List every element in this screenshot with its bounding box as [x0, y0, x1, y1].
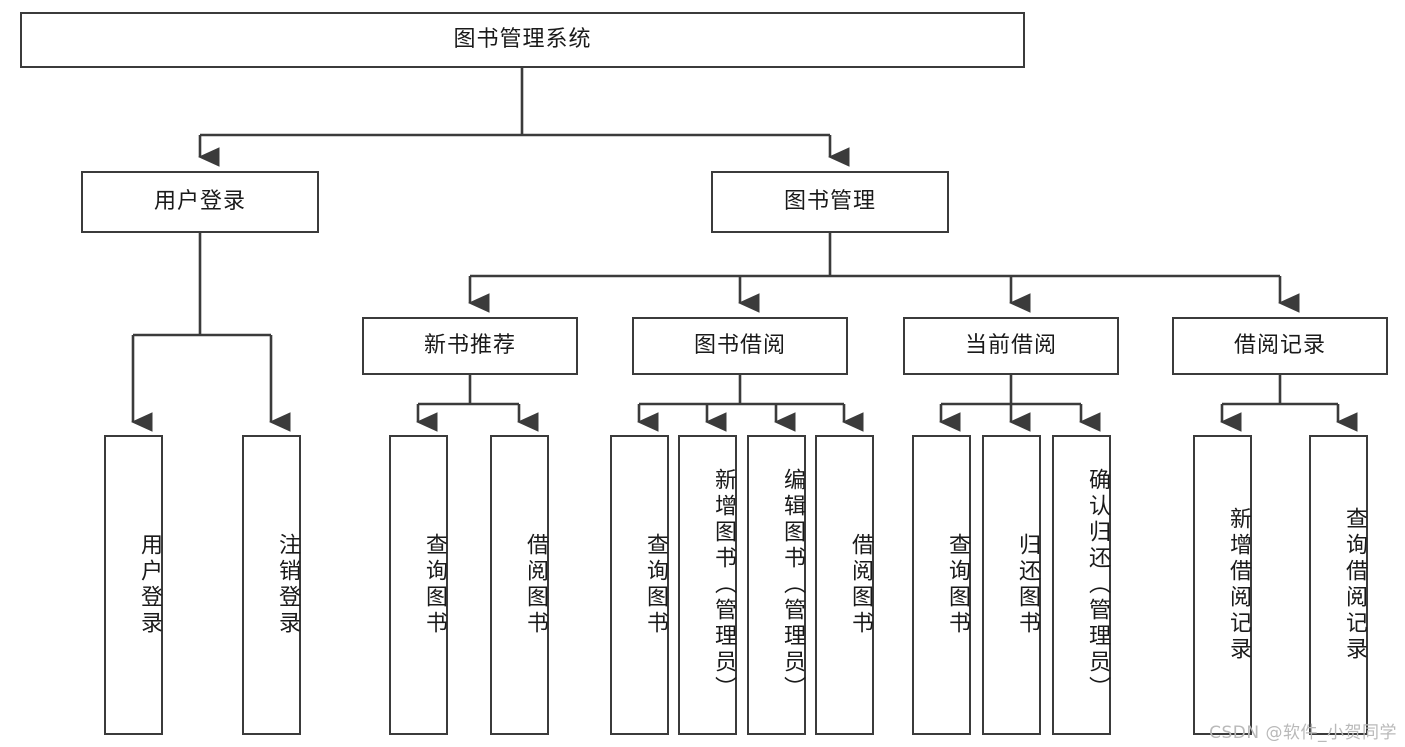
node-leaf-borrow-book-2[interactable]: 借阅图书: [815, 435, 874, 735]
node-leaf-borrow-book-1-label: 借阅图书: [523, 533, 548, 637]
node-leaf-query-book-3-label: 查询图书: [945, 533, 970, 637]
node-borrow-record-label: 借阅记录: [1233, 332, 1326, 358]
node-leaf-user-login-label: 用户登录: [137, 533, 162, 637]
node-leaf-confirm-return-label: 确认归还（管理员）: [1085, 468, 1110, 702]
node-user-login[interactable]: 用户登录: [81, 171, 319, 233]
node-leaf-edit-book-label: 编辑图书（管理员）: [780, 468, 805, 702]
node-user-login-label: 用户登录: [153, 188, 246, 214]
node-leaf-query-book-2[interactable]: 查询图书: [610, 435, 669, 735]
node-current-borrow[interactable]: 当前借阅: [903, 317, 1119, 375]
node-borrow-record[interactable]: 借阅记录: [1172, 317, 1388, 375]
node-leaf-edit-book[interactable]: 编辑图书（管理员）: [747, 435, 806, 735]
node-book-borrow[interactable]: 图书借阅: [632, 317, 848, 375]
node-leaf-add-book-label: 新增图书（管理员）: [711, 468, 736, 702]
node-leaf-query-record-label: 查询借阅记录: [1342, 507, 1367, 663]
node-root-label: 图书管理系统: [453, 26, 592, 52]
node-leaf-borrow-book-1[interactable]: 借阅图书: [490, 435, 549, 735]
node-new-book-recommend[interactable]: 新书推荐: [362, 317, 578, 375]
watermark: CSDN @软件_小贺同学: [1209, 723, 1397, 743]
node-leaf-query-book-2-label: 查询图书: [643, 533, 668, 637]
node-leaf-return-book-label: 归还图书: [1015, 533, 1040, 637]
node-book-manage-label: 图书管理: [783, 188, 876, 214]
node-leaf-confirm-return[interactable]: 确认归还（管理员）: [1052, 435, 1111, 735]
node-leaf-add-record-label: 新增借阅记录: [1226, 507, 1251, 663]
node-leaf-query-book-1-label: 查询图书: [422, 533, 447, 637]
node-leaf-logout-login[interactable]: 注销登录: [242, 435, 301, 735]
node-leaf-borrow-book-2-label: 借阅图书: [848, 533, 873, 637]
node-leaf-query-book-1[interactable]: 查询图书: [389, 435, 448, 735]
node-book-manage[interactable]: 图书管理: [711, 171, 949, 233]
node-book-borrow-label: 图书借阅: [693, 332, 786, 358]
node-new-book-recommend-label: 新书推荐: [423, 332, 516, 358]
node-leaf-add-record[interactable]: 新增借阅记录: [1193, 435, 1252, 735]
node-leaf-user-login[interactable]: 用户登录: [104, 435, 163, 735]
node-leaf-query-book-3[interactable]: 查询图书: [912, 435, 971, 735]
node-current-borrow-label: 当前借阅: [964, 332, 1057, 358]
node-leaf-return-book[interactable]: 归还图书: [982, 435, 1041, 735]
node-leaf-add-book[interactable]: 新增图书（管理员）: [678, 435, 737, 735]
node-leaf-query-record[interactable]: 查询借阅记录: [1309, 435, 1368, 735]
node-leaf-logout-login-label: 注销登录: [275, 533, 300, 637]
node-root[interactable]: 图书管理系统: [20, 12, 1025, 68]
